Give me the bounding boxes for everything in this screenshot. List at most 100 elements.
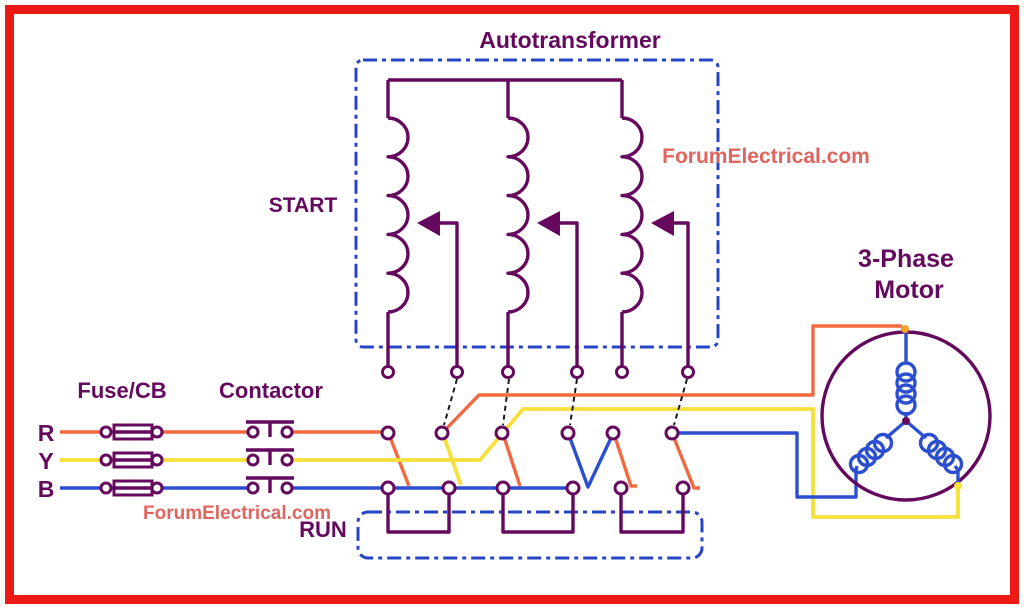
terminal [441, 480, 457, 496]
winding-lead [854, 465, 859, 471]
terminal [565, 480, 581, 496]
winding-loop [942, 453, 964, 475]
watermark-top: ForumElectrical.com [662, 145, 870, 168]
coil-1 [386, 116, 410, 314]
winding-loop [848, 453, 870, 475]
autotransformer-windings [386, 78, 690, 366]
motor-label-line1: 3-Phase [858, 245, 954, 273]
coil-bottom-stubs [386, 312, 624, 366]
fuse-contactor-row-y [99, 448, 294, 469]
terminal [381, 365, 395, 379]
contactor-label: Contactor [219, 378, 323, 403]
terminal [501, 365, 515, 379]
star-point-junction [902, 417, 910, 425]
phase-label-r: R [38, 420, 55, 446]
fuse-terminal [150, 453, 164, 467]
wire-to-motor-r [444, 324, 902, 431]
contactor-bar [246, 448, 294, 465]
switch-blade [613, 436, 637, 488]
tap-lead-3 [674, 221, 690, 366]
red-border-frame [5, 5, 1019, 604]
terminal [675, 480, 691, 496]
switch-blade [442, 436, 463, 486]
run-bridge [501, 493, 575, 534]
fuse-contactor-row-b [99, 476, 294, 497]
winding-loop [895, 394, 917, 416]
run-bridge [386, 493, 451, 534]
contactor-bar [246, 476, 294, 493]
run-contactor-box [356, 510, 704, 560]
contactor-bar [246, 420, 294, 437]
phase-b-wire [60, 431, 858, 499]
contactor-pole [280, 425, 294, 439]
dashed-link [673, 378, 688, 426]
autotransformer-terminals [381, 365, 695, 379]
run-contact-terminals [380, 480, 691, 496]
terminal [570, 365, 584, 379]
fuse-terminal [150, 481, 164, 495]
fuse-terminal [99, 453, 113, 467]
contactor-pole [246, 481, 260, 495]
motor [820, 325, 992, 502]
winding-loop [895, 361, 917, 383]
dashed-link [443, 378, 458, 426]
fuse-terminal [150, 425, 164, 439]
phase-r-wire [60, 324, 902, 490]
terminal [494, 425, 510, 441]
wire-to-motor-y [292, 407, 960, 519]
winding-loop [895, 372, 917, 394]
terminal [434, 425, 450, 441]
terminal [681, 365, 695, 379]
terminal [615, 365, 629, 379]
wire-to-motor-b [678, 431, 858, 499]
coil-2 [506, 116, 530, 314]
switch-blade-v [568, 437, 613, 489]
autotransformer-box [354, 58, 720, 349]
autotransformer-title: Autotransformer [479, 27, 661, 53]
coil-3 [620, 116, 644, 314]
run-contact-bridges [386, 493, 685, 534]
tap-arrow-icon [651, 211, 674, 236]
contactor-pole [246, 425, 260, 439]
tap-lead-2 [560, 221, 579, 366]
junction-dot-r [901, 325, 909, 333]
tap-arrow-icon [537, 211, 560, 236]
fuse-contactor-row-r [99, 420, 294, 441]
contactor-pole [280, 453, 294, 467]
winding-loop [895, 383, 917, 405]
phase-label-b: B [38, 476, 55, 502]
terminal [605, 425, 621, 441]
start-tap-dashed-links [443, 378, 688, 426]
contactor-pole [280, 481, 294, 495]
phase-label-y: Y [38, 448, 53, 474]
terminal [664, 425, 680, 441]
terminal [560, 425, 576, 441]
switch-blade [672, 437, 700, 490]
terminal [495, 480, 511, 496]
run-bridge [619, 493, 685, 534]
dashed-link [569, 378, 578, 426]
run-label: RUN [299, 517, 347, 542]
coil-top-stubs [386, 80, 624, 118]
tap-arrow-icon [417, 211, 440, 236]
motor-winding-right [904, 419, 964, 486]
terminal [380, 425, 396, 441]
motor-winding-left [848, 419, 908, 475]
fuse-terminal [99, 425, 113, 439]
motor-label-line2: Motor [874, 276, 944, 304]
terminal [613, 480, 629, 496]
winding-lead [953, 464, 960, 486]
dashed-link [502, 378, 510, 426]
motor-winding-top [895, 331, 917, 421]
fuse-terminal [99, 481, 113, 495]
contactor-pole [246, 453, 260, 467]
watermark-bottom: ForumElectrical.com [143, 503, 331, 524]
terminal [450, 365, 464, 379]
start-contact-terminals [380, 425, 680, 441]
junction-dot-y [954, 482, 962, 490]
terminal [380, 480, 396, 496]
start-label: START [269, 194, 338, 217]
tap-lead-1 [440, 221, 459, 366]
